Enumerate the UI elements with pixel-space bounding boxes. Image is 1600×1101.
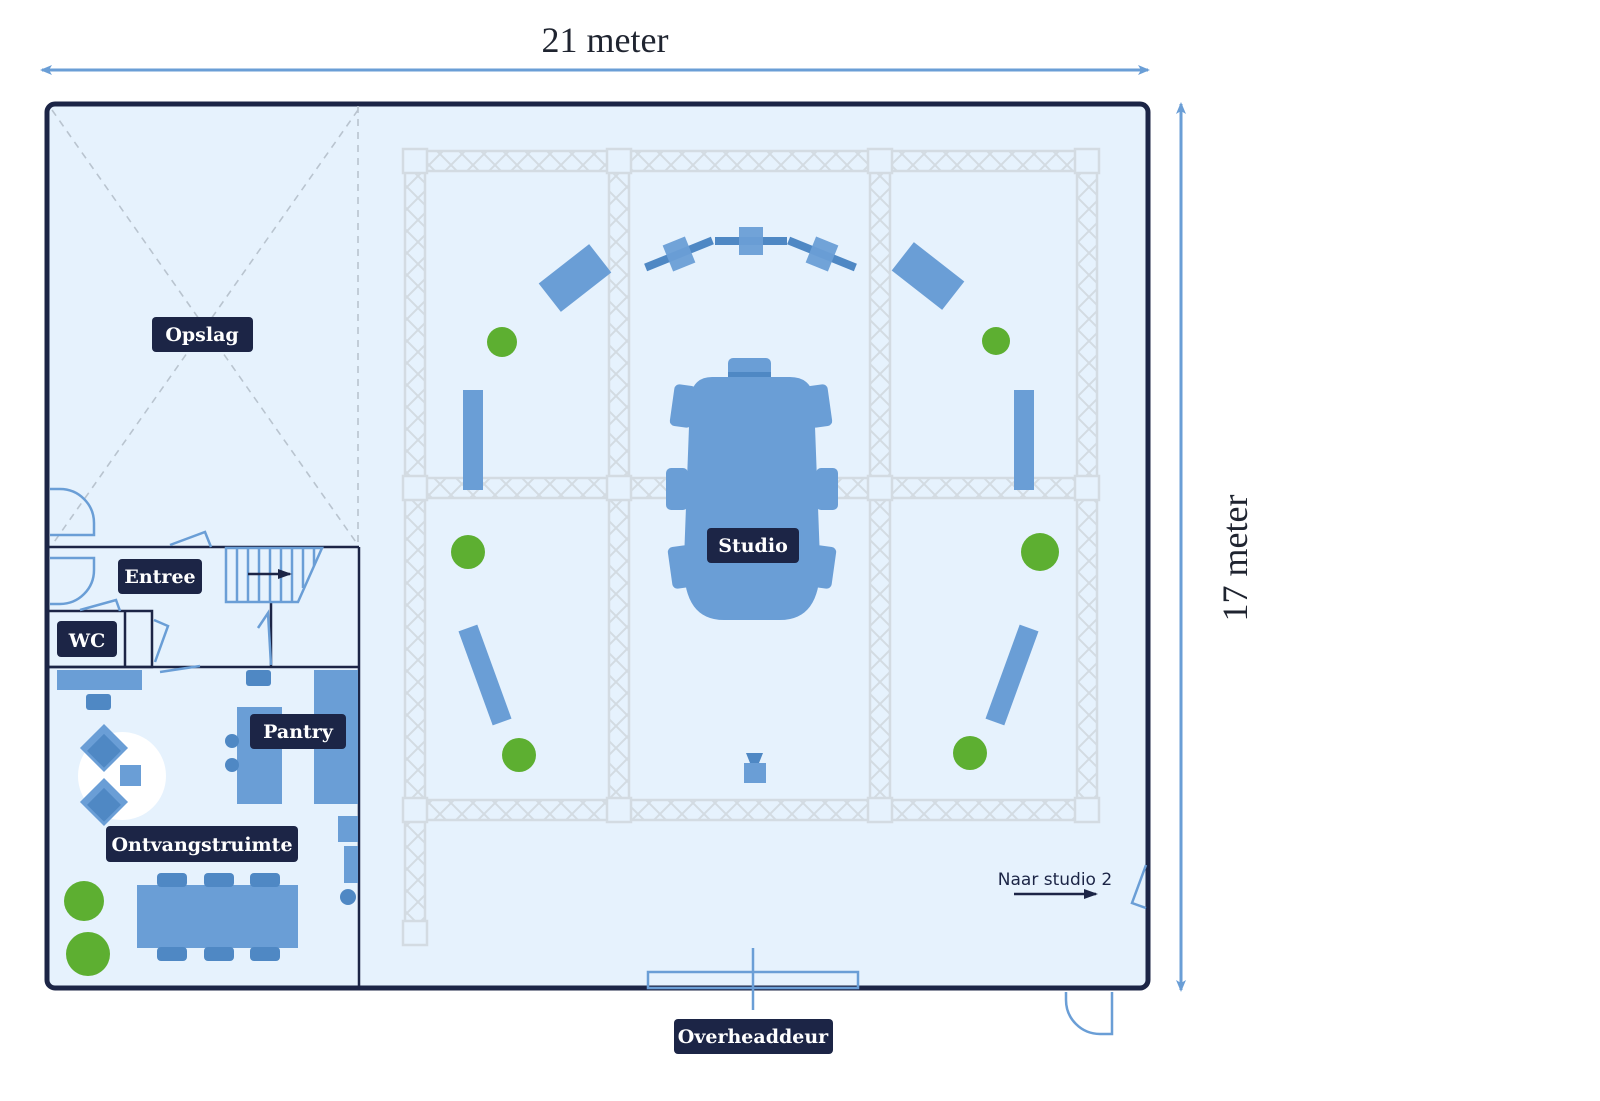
panel-bottom-right [985,624,1039,726]
label-reception: Ontvangstruimte [106,826,298,862]
door-pantry [256,609,273,666]
truss-beam-top [413,149,1089,173]
svg-text:WC: WC [68,630,105,652]
bar-stool-2 [225,758,239,772]
to-studio-2-text: Naar studio 2 [998,870,1112,890]
meeting-chair [204,873,234,887]
meeting-chair [250,873,280,887]
light-bar-2 [715,227,787,255]
door-storage-outer [50,487,96,537]
door-studio-2 [1064,864,1148,1036]
meeting-table [137,885,298,948]
width-dimension: 21 meter [40,20,1150,75]
svg-text:Entree: Entree [124,566,195,588]
meeting-chair [204,947,234,961]
plant-icon [487,327,517,357]
left-wing-walls [46,545,361,988]
light-bar-1 [644,236,714,272]
door-reception [159,664,201,674]
door-entrance-outer [50,556,96,606]
plant-icon [1021,533,1059,571]
bin [340,889,356,905]
stairs [224,546,324,604]
meeting-chair [250,947,280,961]
width-label: 21 meter [542,20,669,60]
plant-icon [982,327,1010,355]
softbox-right [891,242,965,310]
truss-joints [401,147,1101,947]
meeting-chair [157,873,187,887]
door-wc-outer [79,598,122,612]
door-wc [153,618,170,663]
doors-left-wing [50,487,273,674]
studio-table [666,358,838,620]
plant-icon [451,535,485,569]
chair [86,694,111,710]
label-overhead-door: Overheaddeur [674,1019,833,1054]
svg-text:Opslag: Opslag [165,324,238,346]
label-toilet: WC [57,621,117,657]
armchair-1 [79,723,129,773]
svg-text:Pantry: Pantry [263,721,334,743]
reception-furniture [57,670,358,976]
label-pantry: Pantry [250,714,346,749]
plant-icon [66,932,110,976]
to-studio-2-note: Naar studio 2 [998,870,1112,899]
panel-right [1014,390,1034,490]
cabinet-1 [338,816,358,842]
side-table [120,765,141,786]
label-studio: Studio [707,528,799,563]
plant-icon [953,736,987,770]
desk [57,670,142,690]
light-bar-3 [787,236,857,272]
svg-text:Overheaddeur: Overheaddeur [678,1026,829,1048]
meeting-chair [157,947,187,961]
stool [246,670,271,686]
height-label: 17 meter [1215,495,1255,622]
label-entrance: Entree [118,559,202,594]
truss-beam-bottom [413,798,1089,822]
svg-text:Studio: Studio [718,535,788,557]
armchair-2 [79,777,129,827]
overhead-door [646,948,860,1010]
svg-text:Ontvangstruimte: Ontvangstruimte [111,834,292,856]
plant-icon [502,738,536,772]
camera-icon [744,753,766,783]
height-dimension: 17 meter [1176,102,1255,992]
panel-bottom-left [458,624,512,726]
label-storage: Opslag [152,317,253,352]
plant-icon [64,881,104,921]
panel-left [463,390,483,490]
softbox-left [538,244,612,312]
door-storage-inner [169,530,213,548]
bar-stool-1 [225,734,239,748]
cabinet-2 [344,846,358,883]
